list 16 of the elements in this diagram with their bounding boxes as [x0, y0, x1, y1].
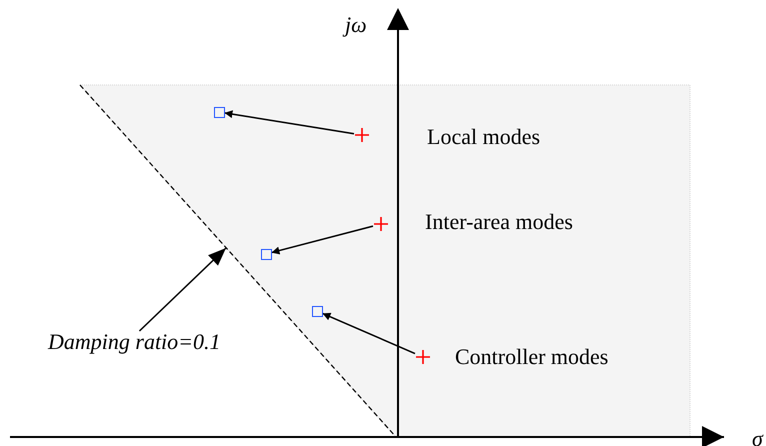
- mode-label: Local modes: [427, 126, 540, 148]
- shifted-pole-marker: [260, 248, 272, 260]
- axis-label: jω: [345, 14, 367, 36]
- shifted-pole-marker: [312, 306, 322, 316]
- axis-label: σ: [752, 428, 763, 446]
- pole-marker: [354, 127, 370, 143]
- arrow: [322, 312, 416, 354]
- mode-label: Inter-area modes: [425, 211, 573, 233]
- leader-arrow: [138, 247, 227, 332]
- arrow: [271, 225, 374, 254]
- annotation-text: Damping ratio=0.1: [48, 331, 221, 353]
- shifted-pole-marker: [214, 106, 224, 118]
- pole-marker: [415, 349, 431, 365]
- arrow: [224, 110, 354, 134]
- pole-marker: [373, 216, 389, 232]
- mode-label: Controller modes: [455, 346, 608, 368]
